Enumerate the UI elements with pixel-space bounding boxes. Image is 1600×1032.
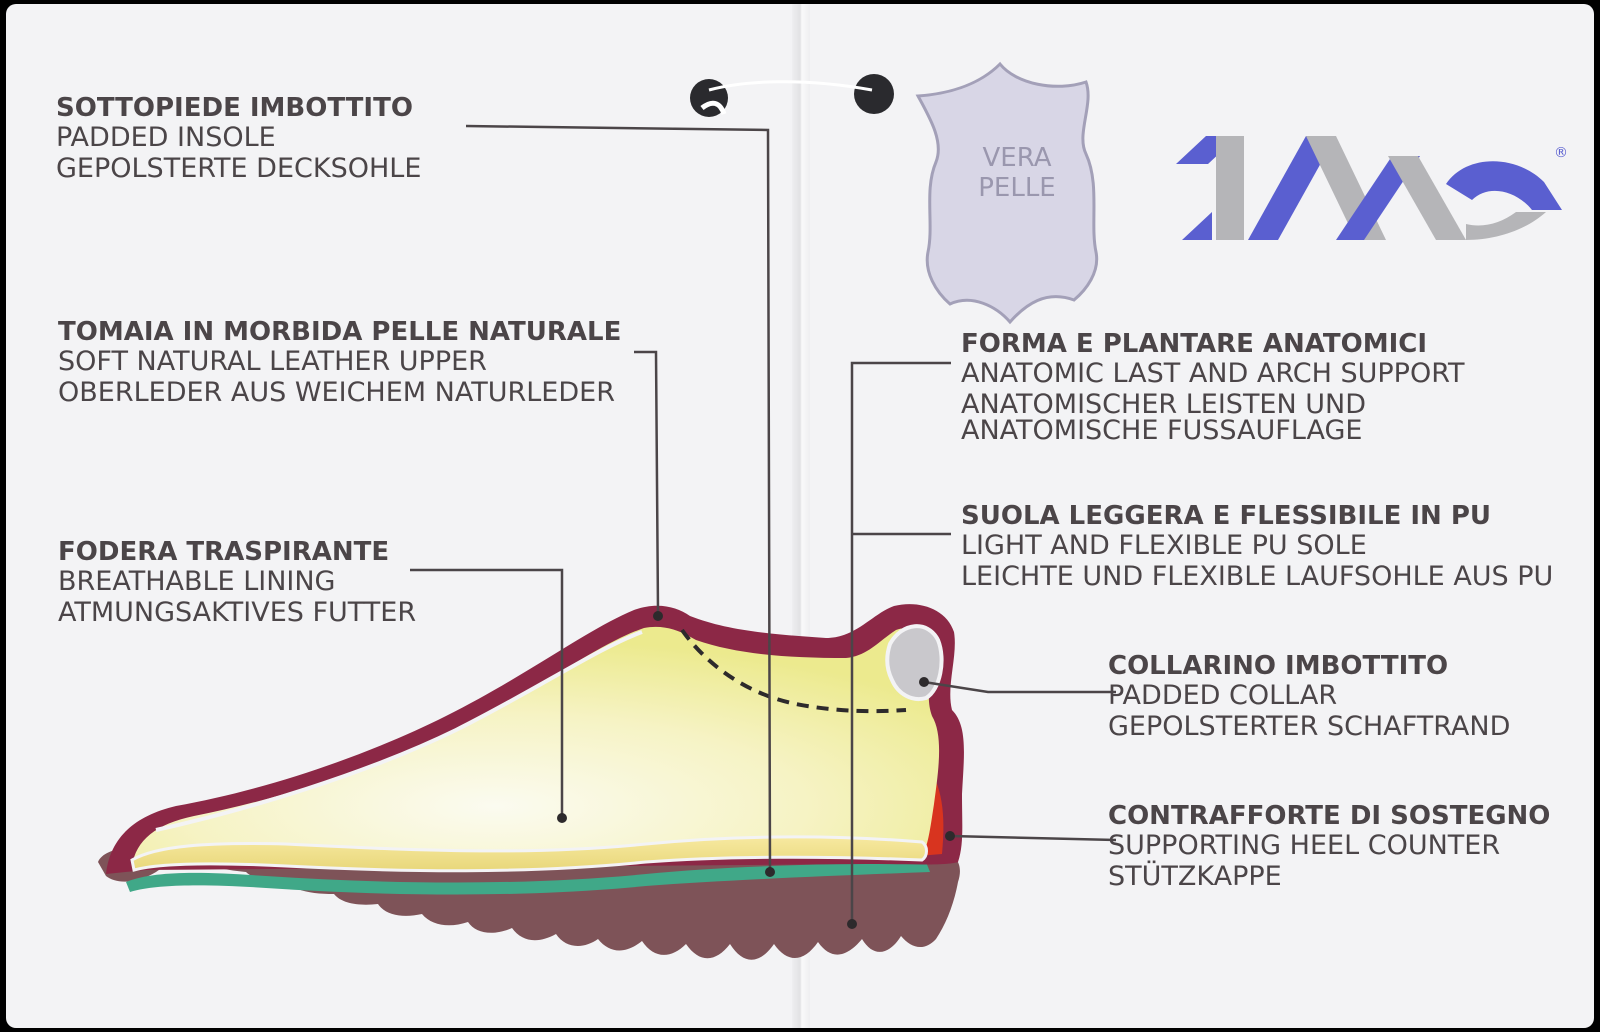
label-collar-en: PADDED COLLAR: [1108, 680, 1338, 712]
padded-collar: [885, 624, 944, 701]
label-anatomic-de1: ANATOMISCHER LEISTEN UND: [961, 388, 1367, 420]
label-insole-en: PADDED INSOLE: [56, 122, 276, 154]
label-heel-de: STÜTZKAPPE: [1108, 860, 1282, 892]
label-anatomic-en: ANATOMIC LAST AND ARCH SUPPORT: [961, 358, 1465, 390]
leader-collar: [923, 680, 1116, 694]
label-leather-upper: TOMAIA IN MORBIDA PELLE NATURALE SOFT NA…: [58, 317, 622, 408]
leather-badge-line2: PELLE: [978, 172, 1056, 203]
tag-string-loop: [700, 100, 727, 115]
leader-insole: [465, 124, 772, 871]
label-heel-counter: CONTRAFFORTE DI SOSTEGNO SUPPORTING HEEL…: [1108, 801, 1551, 892]
label-anatomic-de2: ANATOMISCHE FUSSAUFLAGE: [961, 415, 1363, 447]
label-padded-insole: SOTTOPIEDE IMBOTTITO PADDED INSOLE GEPOL…: [56, 93, 422, 184]
leader-anatomic: [850, 361, 951, 922]
leather-badge-line1: VERA: [982, 143, 1052, 173]
insole-band: [126, 862, 930, 895]
label-lining-en: BREATHABLE LINING: [58, 566, 336, 598]
right-hole: [854, 74, 894, 114]
tag-string: [708, 80, 873, 92]
label-collar-it: COLLARINO IMBOTTITO: [1108, 651, 1449, 681]
brand-logo: [1176, 136, 1562, 240]
label-padded-collar: COLLARINO IMBOTTITO PADDED COLLAR GEPOLS…: [1108, 651, 1511, 742]
leader-dots: [557, 611, 955, 929]
leather-badge-text: VERA PELLE: [974, 143, 1060, 204]
hang-tag-card: VERA PELLE ® SOTTOPIEDE IMBOTTITO PADDED…: [6, 4, 1594, 1028]
label-sole-de: LEICHTE UND FLEXIBLE LAUFSOHLE AUS PU: [961, 560, 1554, 592]
label-insole-de: GEPOLSTERTE DECKSOHLE: [56, 152, 422, 184]
label-sole-en: LIGHT AND FLEXIBLE PU SOLE: [961, 530, 1367, 562]
leader-lines: [410, 124, 1117, 922]
label-collar-de: GEPOLSTERTER SCHAFTRAND: [1108, 710, 1511, 742]
label-heel-en: SUPPORTING HEEL COUNTER: [1108, 830, 1501, 862]
leader-lining: [410, 568, 564, 816]
label-heel-it: CONTRAFFORTE DI SOSTEGNO: [1108, 801, 1551, 831]
label-lining-it: FODERA TRASPIRANTE: [58, 537, 390, 567]
label-sole-it: SUOLA LEGGERA E FLESSIBILE IN PU: [961, 501, 1492, 531]
label-anatomic-it: FORMA E PLANTARE ANATOMICI: [961, 329, 1428, 359]
leader-upper: [634, 350, 660, 613]
shoe-cross-section-diagram: [98, 61, 1562, 960]
label-upper-it: TOMAIA IN MORBIDA PELLE NATURALE: [58, 317, 622, 347]
upper-piping: [155, 630, 643, 832]
label-anatomic-last: FORMA E PLANTARE ANATOMICI ANATOMIC LAST…: [961, 329, 1465, 447]
string-holes: [690, 74, 894, 117]
padded-insole-layer: [130, 835, 928, 873]
label-upper-de: OBERLEDER AUS WEICHEM NATURLEDER: [58, 376, 615, 408]
registered-mark: ®: [1554, 145, 1568, 161]
label-lining-de: ATMUNGSAKTIVES FUTTER: [58, 596, 417, 628]
genuine-leather-icon: [915, 61, 1099, 325]
label-insole-it: SOTTOPIEDE IMBOTTITO: [56, 93, 413, 123]
lining: [132, 626, 940, 866]
label-breathable-lining: FODERA TRASPIRANTE BREATHABLE LINING ATM…: [58, 537, 417, 628]
label-upper-en: SOFT NATURAL LEATHER UPPER: [58, 346, 487, 378]
label-pu-sole: SUOLA LEGGERA E FLESSIBILE IN PU LIGHT A…: [961, 501, 1554, 592]
leader-heel-counter: [949, 834, 1117, 842]
